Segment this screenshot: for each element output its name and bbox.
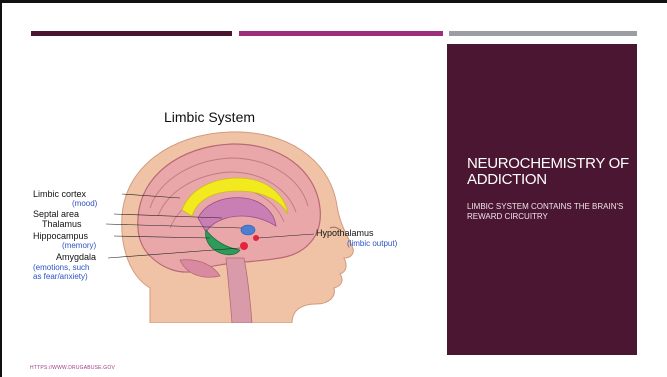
label-amygdala-note-1: (emotions, such — [33, 263, 89, 272]
label-limbic-output: (limbic output) — [347, 239, 397, 248]
slide-left-border — [0, 0, 2, 377]
label-thalamus: Thalamus — [42, 220, 82, 229]
accent-bar-magenta — [239, 31, 443, 36]
label-memory: (memory) — [62, 241, 96, 250]
label-amygdala-note-2: as fear/anxiety) — [33, 272, 88, 281]
label-mood: (mood) — [72, 199, 97, 208]
limbic-system-figure: Limbic System Limbic cortex (mood) Septa… — [30, 98, 430, 323]
panel-subtitle: LIMBIC SYSTEM CONTAINS THE BRAIN'S REWAR… — [467, 202, 632, 222]
figure-title: Limbic System — [164, 109, 255, 125]
label-limbic-cortex: Limbic cortex — [33, 190, 86, 199]
label-amygdala: Amygdala — [56, 253, 96, 262]
brain-illustration — [30, 98, 430, 323]
slide-top-border — [0, 0, 667, 3]
accent-bar-dark — [31, 31, 232, 36]
label-septal-area: Septal area — [33, 210, 79, 219]
label-hippocampus: Hippocampus — [33, 232, 88, 241]
panel-title: NEUROCHEMISTRY OF ADDICTION — [467, 156, 632, 188]
accent-bar-gray — [449, 31, 637, 36]
source-link[interactable]: HTTPS://WWW.DRUGABUSE.GOV — [30, 365, 115, 371]
title-panel: NEUROCHEMISTRY OF ADDICTION LIMBIC SYSTE… — [447, 44, 637, 355]
label-hypothalamus: Hypothalamus — [316, 229, 374, 238]
